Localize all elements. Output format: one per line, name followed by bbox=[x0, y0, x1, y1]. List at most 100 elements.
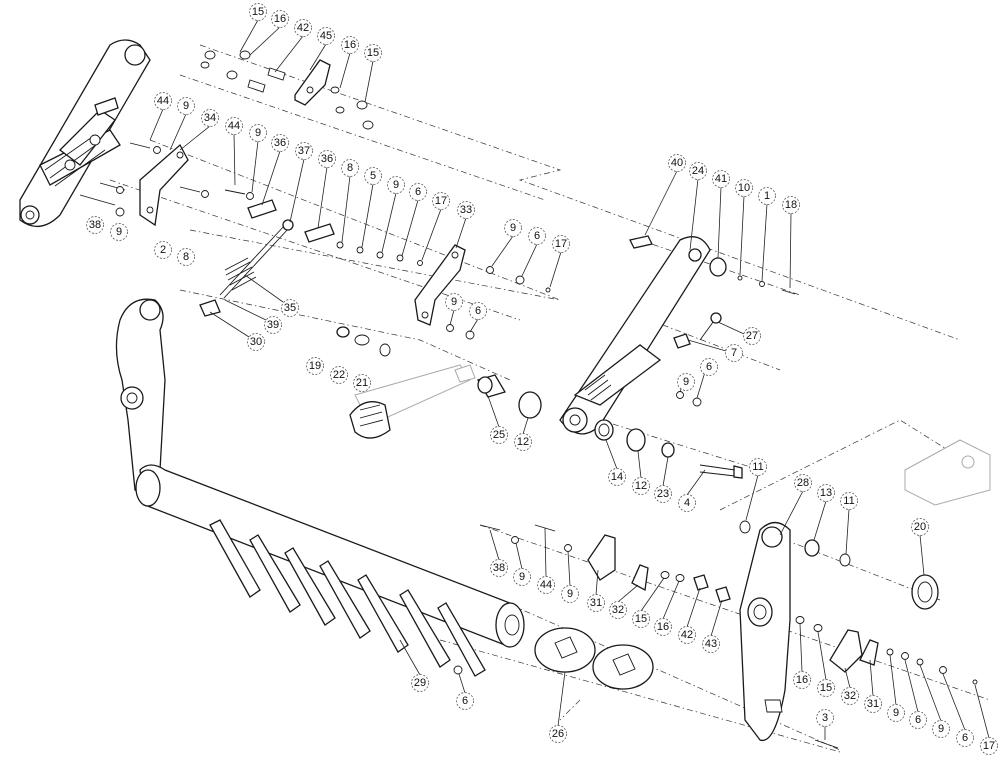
callout-circle bbox=[341, 36, 359, 54]
callout-circle bbox=[632, 477, 650, 495]
callout-circle bbox=[840, 492, 858, 510]
callout-26: 26 bbox=[549, 725, 567, 743]
callout-number: 40 bbox=[671, 157, 683, 169]
callout-circle bbox=[816, 709, 834, 727]
callout-32: 32 bbox=[841, 687, 859, 705]
callout-circle bbox=[247, 333, 265, 351]
callout-number: 9 bbox=[393, 179, 399, 191]
leader-lines bbox=[149, 19, 990, 740]
callout-number: 6 bbox=[962, 732, 968, 744]
callout-number: 9 bbox=[183, 100, 189, 112]
callout-11: 11 bbox=[840, 492, 858, 510]
callout-number: 32 bbox=[612, 604, 624, 616]
callout-6: 6 bbox=[409, 183, 427, 201]
callout-number: 27 bbox=[746, 330, 758, 342]
callout-number: 8 bbox=[183, 251, 189, 263]
callout-circle bbox=[794, 474, 812, 492]
callout-6: 6 bbox=[700, 358, 718, 376]
callout-number: 15 bbox=[367, 47, 379, 59]
callout-circle bbox=[609, 601, 627, 619]
lower-right-bracket-cluster bbox=[795, 616, 978, 685]
callout-number: 23 bbox=[657, 488, 669, 500]
callout-circle bbox=[86, 216, 104, 234]
callout-28: 28 bbox=[794, 474, 812, 492]
callout-25: 25 bbox=[490, 426, 508, 444]
callout-17: 17 bbox=[432, 192, 450, 210]
callout-number: 13 bbox=[820, 487, 832, 499]
callout-number: 9 bbox=[893, 707, 899, 719]
callout-36: 36 bbox=[318, 150, 336, 168]
callout-number: 9 bbox=[683, 376, 689, 388]
callout-number: 9 bbox=[938, 723, 944, 735]
callout-5: 5 bbox=[364, 167, 382, 185]
callout-number: 15 bbox=[635, 613, 647, 625]
callout-circle bbox=[513, 568, 531, 586]
callout-circle bbox=[249, 124, 267, 142]
callout-6: 6 bbox=[469, 302, 487, 320]
callout-circle bbox=[409, 183, 427, 201]
callout-number: 6 bbox=[462, 695, 468, 707]
callout-circle bbox=[318, 150, 336, 168]
callout-30: 30 bbox=[247, 333, 265, 351]
callout-circle bbox=[504, 219, 522, 237]
callout-circle bbox=[177, 97, 195, 115]
callout-circle bbox=[469, 302, 487, 320]
callout-circle bbox=[490, 426, 508, 444]
callout-circle bbox=[654, 485, 672, 503]
callout-circle bbox=[743, 327, 761, 345]
callout-circle bbox=[225, 117, 243, 135]
callout-9: 9 bbox=[110, 223, 128, 241]
callout-circle bbox=[817, 679, 835, 697]
callout-circle bbox=[411, 674, 429, 692]
callout-18: 18 bbox=[782, 196, 800, 214]
callout-circle bbox=[317, 27, 335, 45]
callout-13: 13 bbox=[817, 484, 835, 502]
callout-9: 9 bbox=[561, 585, 579, 603]
callout-circle bbox=[294, 19, 312, 37]
ghost-arm-reference bbox=[349, 364, 476, 439]
callout-number: 25 bbox=[493, 429, 505, 441]
callout-circle bbox=[432, 192, 450, 210]
callout-circle bbox=[700, 358, 718, 376]
callout-27: 27 bbox=[743, 327, 761, 345]
callout-16: 16 bbox=[654, 618, 672, 636]
callout-10: 10 bbox=[735, 179, 753, 197]
callout-34: 34 bbox=[201, 109, 219, 127]
callout-number: 44 bbox=[540, 579, 552, 591]
mounting-discs bbox=[453, 627, 654, 690]
callout-29: 29 bbox=[411, 674, 429, 692]
callout-circle bbox=[561, 585, 579, 603]
callout-38: 38 bbox=[490, 559, 508, 577]
callout-number: 10 bbox=[738, 182, 750, 194]
callout-number: 16 bbox=[796, 674, 808, 686]
callout-circle bbox=[353, 374, 371, 392]
callout-circle bbox=[864, 695, 882, 713]
callout-number: 6 bbox=[475, 305, 481, 317]
callout-number: 36 bbox=[274, 137, 286, 149]
callout-6: 6 bbox=[528, 227, 546, 245]
callout-6: 6 bbox=[456, 692, 474, 710]
callout-number: 43 bbox=[705, 638, 717, 650]
callout-41: 41 bbox=[712, 170, 730, 188]
main-frame-and-tube bbox=[115, 298, 525, 648]
callout-circle bbox=[264, 316, 282, 334]
callout-31: 31 bbox=[864, 695, 882, 713]
callout-number: 6 bbox=[415, 186, 421, 198]
callout-circle bbox=[457, 201, 475, 219]
callout-circle bbox=[841, 687, 859, 705]
callout-circle bbox=[110, 223, 128, 241]
callout-circle bbox=[154, 241, 172, 259]
callout-number: 24 bbox=[692, 165, 704, 177]
right-arm-24 bbox=[559, 235, 796, 435]
callout-circle bbox=[528, 227, 546, 245]
callout-number: 14 bbox=[611, 471, 623, 483]
callout-45: 45 bbox=[317, 27, 335, 45]
callout-number: 26 bbox=[552, 728, 564, 740]
callout-circle bbox=[154, 92, 172, 110]
callout-number: 9 bbox=[255, 127, 261, 139]
callout-15: 15 bbox=[249, 3, 267, 21]
callout-9: 9 bbox=[387, 176, 405, 194]
callout-22: 22 bbox=[330, 366, 348, 384]
lower-hardware-row bbox=[479, 524, 731, 603]
